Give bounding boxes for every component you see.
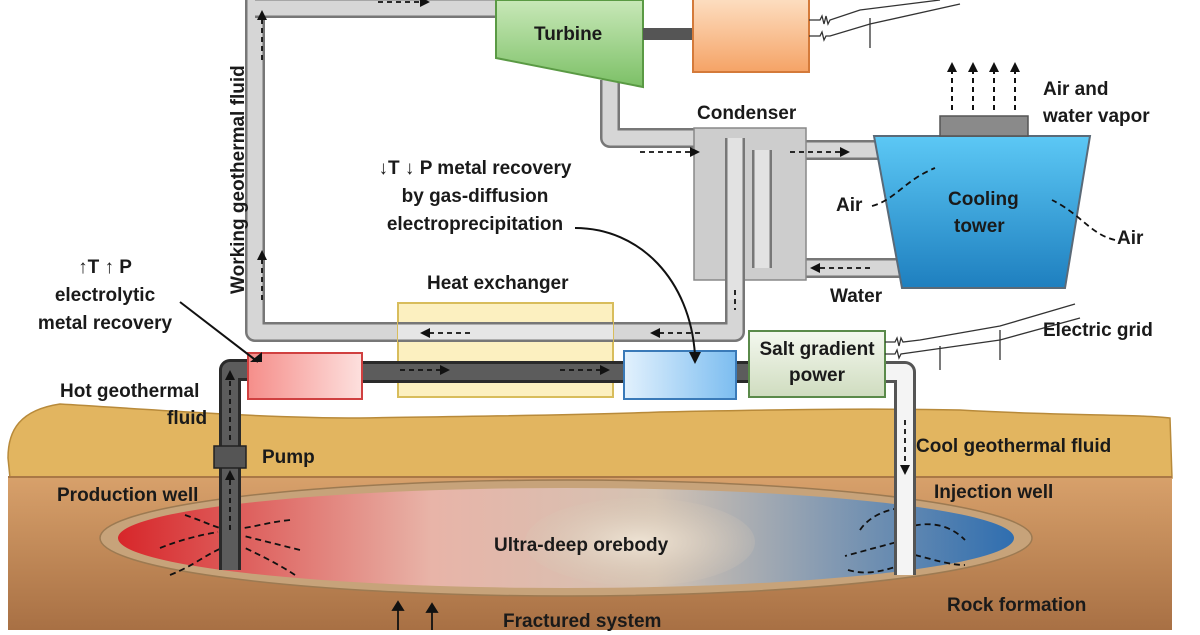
turbine-shaft [643,28,693,40]
cooling-tower-cap [939,115,1029,137]
orebody-label: Ultra-deep orebody [494,535,669,556]
electric-grid-label: Electric grid [1043,320,1153,341]
low-tp-label-1: ↓T ↓ P metal recovery [378,158,572,179]
vapor-arrows [951,72,1016,110]
vapor-arrowheads [947,62,1020,72]
cool-fluid-label: Cool geothermal fluid [916,436,1112,457]
production-well-label: Production well [57,485,199,506]
water-vapor-label: water vapor [1043,106,1150,127]
high-tp-label-1: ↑T ↑ P [78,257,132,278]
grid-wires [885,303,1081,370]
generator-wires [809,0,961,48]
low-tp-recovery-box [623,350,737,400]
ground-surface [7,403,1173,479]
injection-well-label: Injection well [934,482,1054,503]
high-tp-label-2: electrolytic [54,285,156,306]
hot-fluid-label-1: Hot geothermal [60,381,200,402]
low-tp-label-3: electroprecipitation [386,214,564,235]
working-fluid-label: Working geothermal fluid [228,65,249,294]
leader-lines [179,227,696,363]
injection-pipe [885,361,916,575]
orebody-flow-arrows [159,507,966,576]
fractured-system-label: Fractured system [503,611,662,632]
flow-arrowheads [225,0,910,480]
pump [213,445,247,469]
air-left-label: Air [836,195,863,216]
turbine [495,0,644,89]
water-label: Water [830,286,883,307]
condenser-label: Condenser [697,103,797,124]
generator [692,0,810,73]
cooling-label: Cooling [948,189,1019,210]
salt-gradient-box [748,330,886,398]
salt-gradient-label-1: Salt gradient [759,339,875,360]
air-in-arrows [871,167,1116,241]
high-tp-recovery-box [247,352,363,400]
orebody-center [525,498,755,586]
condenser [693,127,807,281]
turbine-label: Turbine [534,24,603,45]
salt-gradient-label-2: power [789,365,845,386]
tower-label: tower [954,216,1005,237]
flow-arrows [229,1,906,530]
high-tp-label-3: metal recovery [37,313,173,334]
fracture-arrows [391,600,439,630]
air-and-label: Air and [1043,79,1109,100]
leader-arrowheads [250,352,701,364]
air-right-label: Air [1117,228,1144,249]
pump-label: Pump [262,447,315,468]
hot-fluid-label-2: fluid [167,408,208,429]
rock-formation-label: Rock formation [947,595,1087,616]
heat-exchanger-label: Heat exchanger [427,273,569,294]
low-tp-label-2: by gas-diffusion [401,186,549,207]
